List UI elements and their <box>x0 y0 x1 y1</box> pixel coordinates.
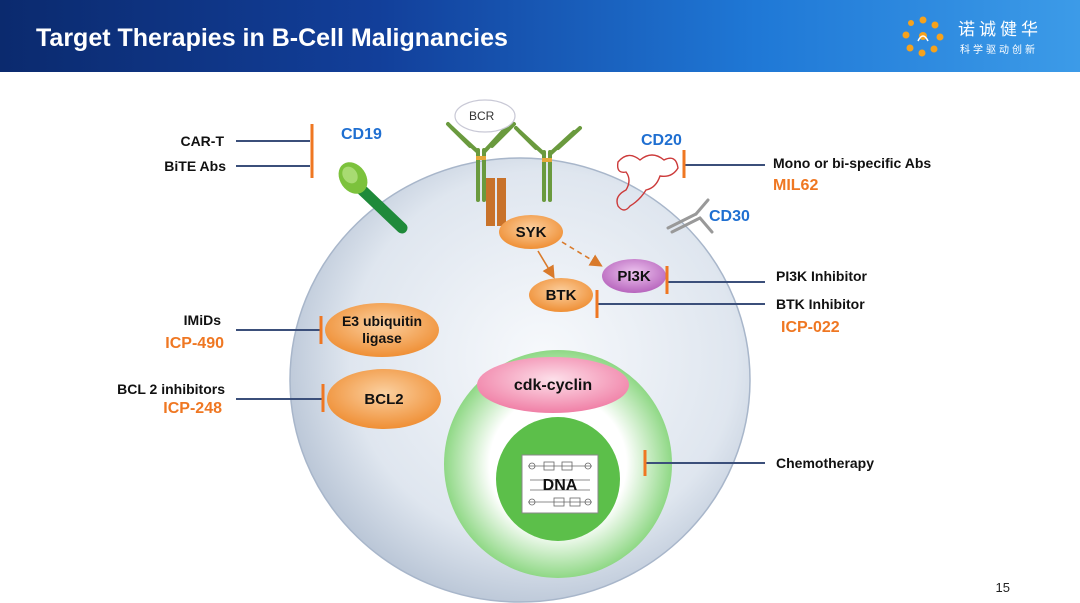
pi3k-inhibitor-label: PI3K Inhibitor <box>776 268 867 284</box>
bcl2-node <box>327 369 441 429</box>
cd20-label: CD20 <box>641 132 682 149</box>
btk-inhibitor-label: BTK Inhibitor <box>776 296 865 312</box>
company-logo: 诺诚健华 科学驱动创新 <box>898 13 1068 59</box>
cd19-label: CD19 <box>341 126 382 143</box>
logo-name: 诺诚健华 <box>958 20 1042 39</box>
icp022-label: ICP-022 <box>781 319 840 336</box>
cd19-receptor <box>338 162 408 234</box>
page-number: 15 <box>995 580 1010 595</box>
pi3k-label: PI3K <box>617 267 651 285</box>
dna-strand-icon <box>528 461 592 507</box>
dna-label: DNA <box>542 476 578 494</box>
btk-node <box>529 278 593 312</box>
car-t-label: CAR-T <box>180 133 224 149</box>
bcr-receptor <box>446 122 582 226</box>
mil62-label: MIL62 <box>773 177 819 194</box>
chemotherapy-label: Chemotherapy <box>776 455 875 471</box>
logo-tagline: 科学驱动创新 <box>960 45 1038 56</box>
cdk-node <box>477 357 629 413</box>
cd30-receptor <box>666 198 714 234</box>
icp248-label: ICP-248 <box>163 400 222 417</box>
icp490-label: ICP-490 <box>165 335 224 352</box>
pi3k-node <box>602 259 666 293</box>
logo-dots-icon <box>902 16 944 57</box>
bcr-label: BCR <box>469 109 495 123</box>
slide-title: Target Therapies in B-Cell Malignancies <box>36 24 508 52</box>
imids-label: IMiDs <box>183 312 221 328</box>
title-banner: Target Therapies in B-Cell Malignancies … <box>0 0 1080 72</box>
bcl2-inhibitors-label: BCL 2 inhibitors <box>117 381 225 397</box>
syk-to-btk-arrow <box>537 250 555 279</box>
e3-ubiquitin-ligase-label: E3 ubiquitin ligase <box>341 313 423 346</box>
syk-to-pi3k-arrow <box>561 241 603 267</box>
bite-label: BiTE Abs <box>164 158 226 174</box>
mono-bispecific-label: Mono or bi-specific Abs <box>773 155 932 171</box>
syk-label: SYK <box>515 223 547 241</box>
pathway-diagram <box>236 99 765 603</box>
cd30-label: CD30 <box>709 208 750 225</box>
btk-label: BTK <box>545 286 577 304</box>
syk-node <box>499 215 563 249</box>
bcl2-label: BCL2 <box>364 390 404 408</box>
e3-node <box>325 303 439 357</box>
bcr-label-bubble <box>454 99 516 133</box>
cd20-receptor <box>616 154 679 211</box>
cdk-cyclin-label: cdk-cyclin <box>513 376 593 394</box>
